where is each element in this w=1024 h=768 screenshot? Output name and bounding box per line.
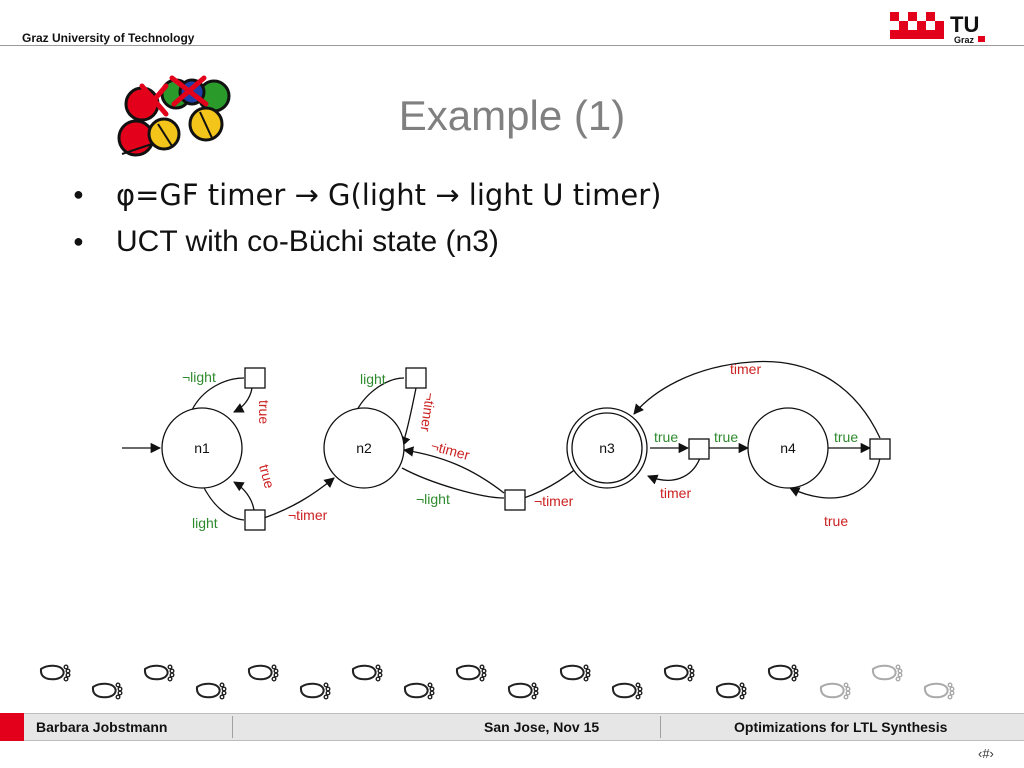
label-n2-not-light: ¬light (416, 491, 450, 507)
footer-venue: San Jose, Nov 15 (484, 719, 600, 735)
transition-box (504, 489, 526, 511)
label-n2-top-not-timer: ¬timer (418, 392, 439, 433)
label-to-n3-not-timer: ¬timer (534, 493, 574, 509)
header-divider (0, 45, 1024, 46)
edge-n1-to-box2 (201, 483, 245, 521)
footer-accent (0, 713, 24, 741)
transition-box (869, 438, 891, 460)
label-n2-light: light (360, 371, 386, 387)
state-n2 (323, 407, 405, 489)
bullet-item-formula: ● φ=GF timer → G(light → light U timer) (68, 178, 661, 213)
bullet-text: φ=GF timer → G(light → light U timer) (116, 178, 662, 212)
footprints-decoration (39, 664, 955, 700)
state-label-n2: n2 (356, 440, 372, 456)
footprint-icon (403, 682, 435, 700)
bullet-dot-icon: ● (73, 184, 84, 204)
footprint-icon (91, 682, 123, 700)
edge-box1-to-n1 (233, 387, 253, 413)
label-n1-top-true: true (256, 400, 272, 424)
footprint-icon (715, 682, 747, 700)
edge-box2-to-n1 (233, 481, 255, 511)
bullet-dot-icon: ● (73, 231, 84, 251)
bullet-list: ● φ=GF timer → G(light → light U timer) ●… (68, 178, 661, 271)
bullet-item-uct: ● UCT with co-Büchi state (n3) (68, 225, 661, 259)
footer-talk-title: Optimizations for LTL Synthesis (734, 719, 948, 735)
footer-divider (232, 716, 233, 738)
transition-box (244, 509, 266, 531)
edge-box3-to-n2 (400, 387, 417, 447)
label-to-n2-not-timer: ¬timer (288, 507, 328, 523)
edge-box6-to-n3 (633, 360, 881, 439)
edge-n2-to-box4 (401, 467, 505, 499)
edge-n1-to-box1 (191, 377, 245, 411)
edge-box4-to-n2 (402, 446, 505, 494)
edge-n2-to-box3 (356, 377, 405, 411)
edge-box2-to-n2 (263, 477, 335, 519)
footprint-icon (923, 682, 955, 700)
footprint-icon (611, 682, 643, 700)
state-n1 (161, 407, 243, 489)
state-label-n1: n1 (194, 440, 210, 456)
footprint-icon (507, 682, 539, 700)
page-number: ‹#› (978, 746, 994, 761)
state-n4 (747, 407, 829, 489)
juggling-balls-logo (117, 75, 231, 157)
tu-logo-letters: TU (950, 12, 979, 37)
footprint-icon (819, 682, 851, 700)
label-n1-light: light (192, 515, 218, 531)
footprint-icon (195, 682, 227, 700)
label-n4-true: true (834, 429, 858, 445)
bullet-text: UCT with co-Büchi state (n3) (116, 225, 499, 258)
footprint-icon (39, 664, 71, 682)
tu-logo-city: Graz (954, 35, 975, 45)
university-name: Graz University of Technology (22, 31, 195, 45)
footprint-icon (663, 664, 695, 682)
tu-graz-logo: TU Graz (890, 12, 985, 45)
edge-box6-to-n4 (789, 457, 881, 499)
footprint-icon (351, 664, 383, 682)
footer-author: Barbara Jobstmann (36, 719, 168, 735)
footer-bar (0, 713, 1024, 741)
state-label-n4: n4 (780, 440, 796, 456)
footprint-icon (247, 664, 279, 682)
label-n4-loop-true: true (824, 513, 848, 529)
transition-box (244, 367, 266, 389)
transition-box (688, 438, 710, 460)
label-n1-bottom-true: true (256, 463, 278, 491)
footprint-icon (559, 664, 591, 682)
footprint-icon (143, 664, 175, 682)
label-n2-not-timer: ¬timer (429, 437, 471, 463)
slide-title: Example (1) (398, 92, 626, 139)
transition-box (405, 367, 427, 389)
footprint-icon (767, 664, 799, 682)
label-n4-to-n3-timer: timer (730, 361, 761, 377)
label-n3-true: true (654, 429, 678, 445)
footprint-icon (299, 682, 331, 700)
state-n3 (571, 412, 643, 484)
uct-automaton-diagram: n1 n2 n3 n4 ¬light true true light ¬time… (122, 360, 891, 531)
footprint-icon (455, 664, 487, 682)
label-to-n4-true: true (714, 429, 738, 445)
footer-divider (660, 716, 661, 738)
footprint-icon (871, 664, 903, 682)
edge-box5-to-n3 (647, 457, 701, 485)
label-n1-not-light: ¬light (182, 369, 216, 385)
state-label-n3: n3 (599, 440, 615, 456)
label-n3-back-timer: timer (660, 485, 691, 501)
